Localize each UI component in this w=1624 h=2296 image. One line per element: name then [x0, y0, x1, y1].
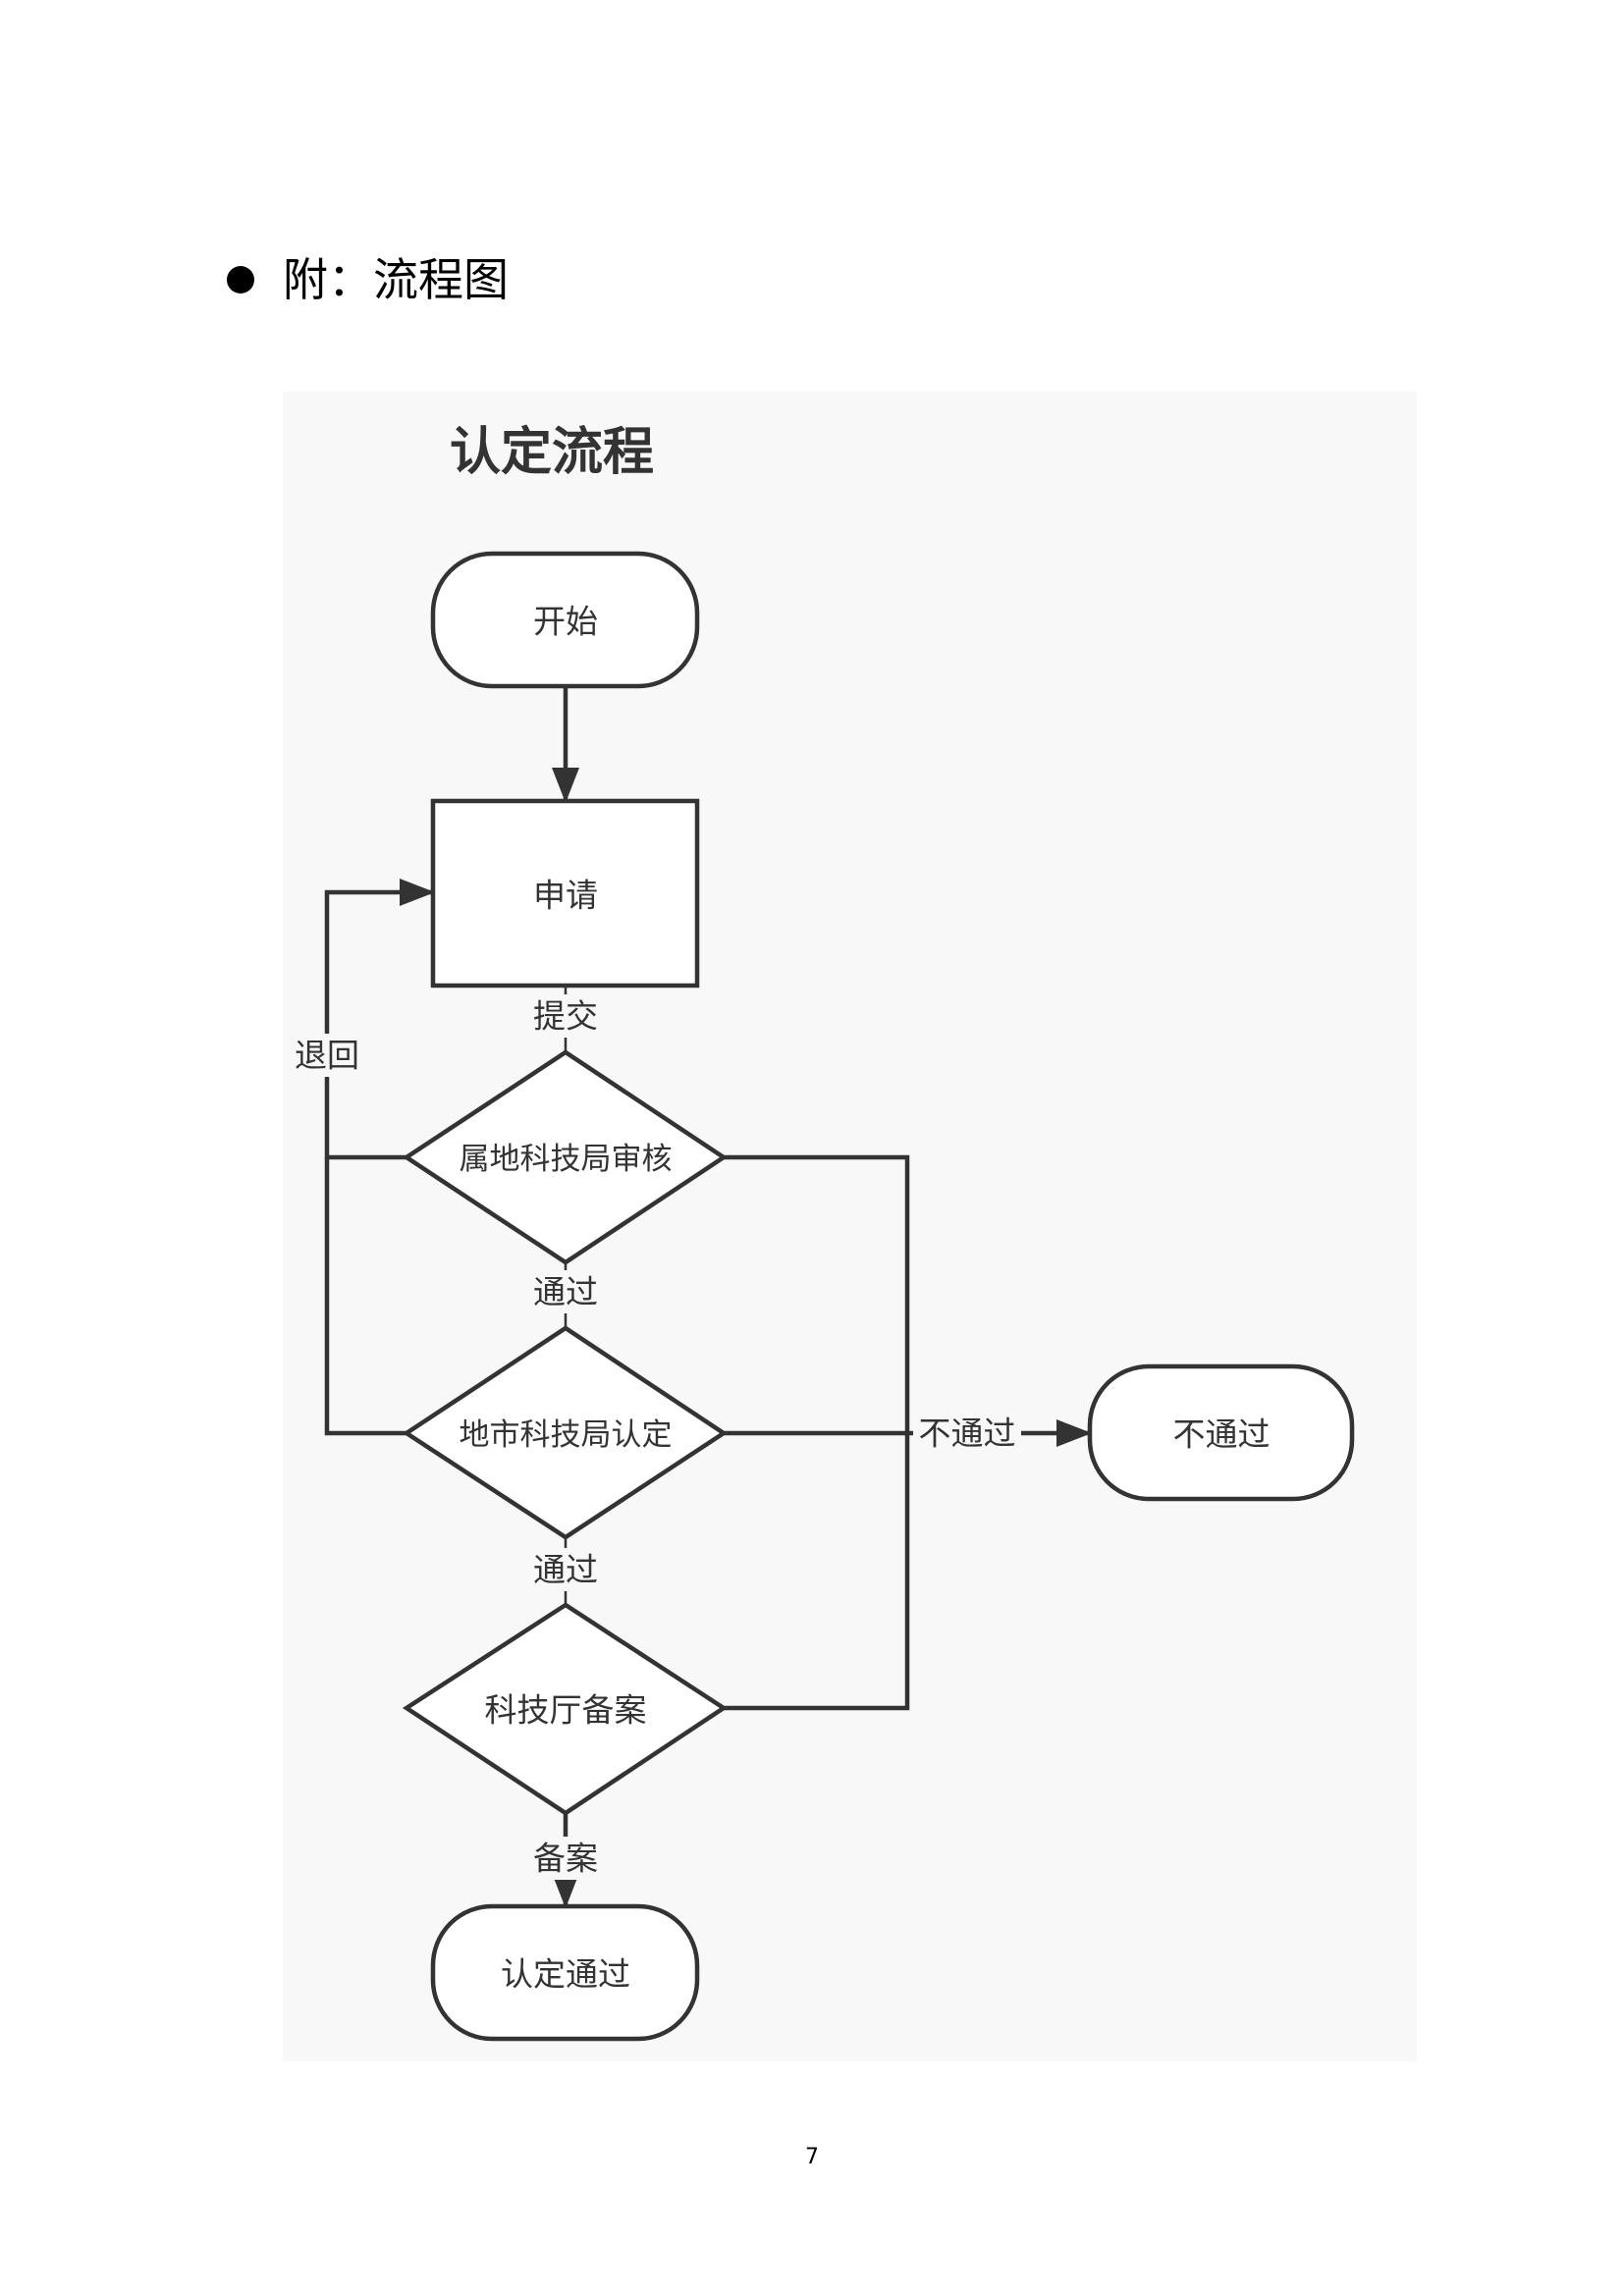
province-record-label: 科技厅备案	[485, 1691, 647, 1730]
bullet-icon	[227, 266, 254, 294]
edge-return-2	[324, 1157, 406, 1436]
start-label: 开始	[533, 603, 598, 641]
apply-node	[430, 798, 700, 988]
edge-fail-label: 不通过	[919, 1415, 1016, 1453]
edge-record-label: 备案	[533, 1840, 598, 1878]
section-heading: 附：流程图	[283, 253, 509, 306]
rejected-label: 不通过	[1173, 1415, 1271, 1454]
apply-label: 申请	[533, 877, 598, 915]
edge-submit-label: 提交	[533, 997, 598, 1036]
edge-pass2-label: 通过	[533, 1551, 598, 1589]
page-number: 7	[805, 2145, 819, 2169]
local-review-label: 属地科技局审核	[460, 1142, 673, 1177]
diagram-title: 认定流程	[450, 423, 654, 482]
approved-label: 认定通过	[501, 1955, 630, 1994]
city-approve-label: 地市科技局认定	[460, 1417, 673, 1453]
edge-return	[324, 879, 435, 1160]
edge-pass1-label: 通过	[533, 1273, 598, 1311]
edge-return-label: 退回	[295, 1037, 359, 1075]
